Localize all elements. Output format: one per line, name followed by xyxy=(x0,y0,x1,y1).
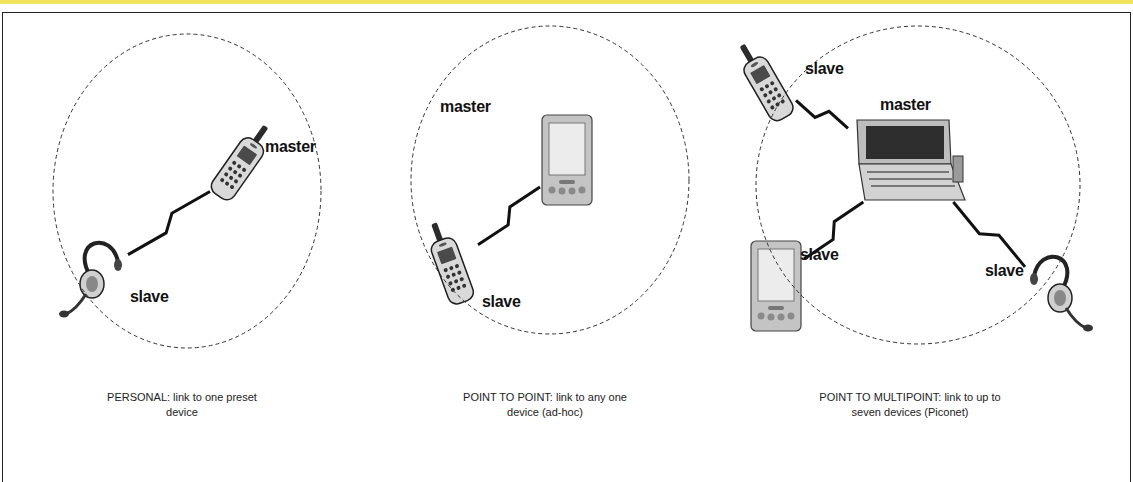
device-node: slave xyxy=(428,222,478,314)
top-band xyxy=(0,0,1133,4)
headset-illustration xyxy=(1030,257,1093,332)
device-node: master xyxy=(848,118,966,202)
piconet-circle: POINT TO POINT: link to any one device (… xyxy=(410,25,690,335)
piconet-circle: POINT TO MULTIPOINT: link to up to seven… xyxy=(755,25,1081,345)
topology-caption: PERSONAL: link to one preset device xyxy=(97,390,267,420)
role-label: slave xyxy=(482,293,521,311)
headset-illustration xyxy=(59,243,122,318)
phone-illustration xyxy=(423,219,476,307)
dashed-circle xyxy=(411,26,689,334)
pda-illustration xyxy=(542,115,592,205)
role-label: master xyxy=(265,138,316,156)
lightning-link xyxy=(796,100,848,128)
phone-illustration xyxy=(208,120,277,204)
circle-outline xyxy=(52,33,322,349)
laptop-illustration xyxy=(857,120,965,200)
lightning-link xyxy=(953,202,1025,267)
dashed-circle xyxy=(756,26,1080,344)
device-node: master xyxy=(210,125,266,215)
role-label: slave xyxy=(800,246,839,264)
device-node: master xyxy=(540,115,596,207)
device-node: slave xyxy=(748,240,804,332)
phone-illustration xyxy=(732,38,797,124)
frame-border xyxy=(3,13,1131,482)
piconet-circle: PERSONAL: link to one preset devicemaste… xyxy=(52,33,322,349)
role-label: master xyxy=(880,96,931,114)
circle-outline xyxy=(410,25,690,335)
lightning-link xyxy=(478,187,540,245)
topology-caption: POINT TO POINT: link to any one device (… xyxy=(455,390,635,420)
role-label: slave xyxy=(985,262,1024,280)
role-label: slave xyxy=(130,288,169,306)
circle-outline xyxy=(755,25,1081,345)
role-label: slave xyxy=(805,60,844,78)
device-node: slave xyxy=(62,240,128,320)
device-node: slave xyxy=(1025,255,1087,335)
dashed-circle xyxy=(53,34,321,348)
topology-caption: POINT TO MULTIPOINT: link to up to seven… xyxy=(812,390,1008,420)
role-label: master xyxy=(440,98,491,116)
device-node: slave xyxy=(742,45,796,127)
lightning-link xyxy=(128,192,210,255)
